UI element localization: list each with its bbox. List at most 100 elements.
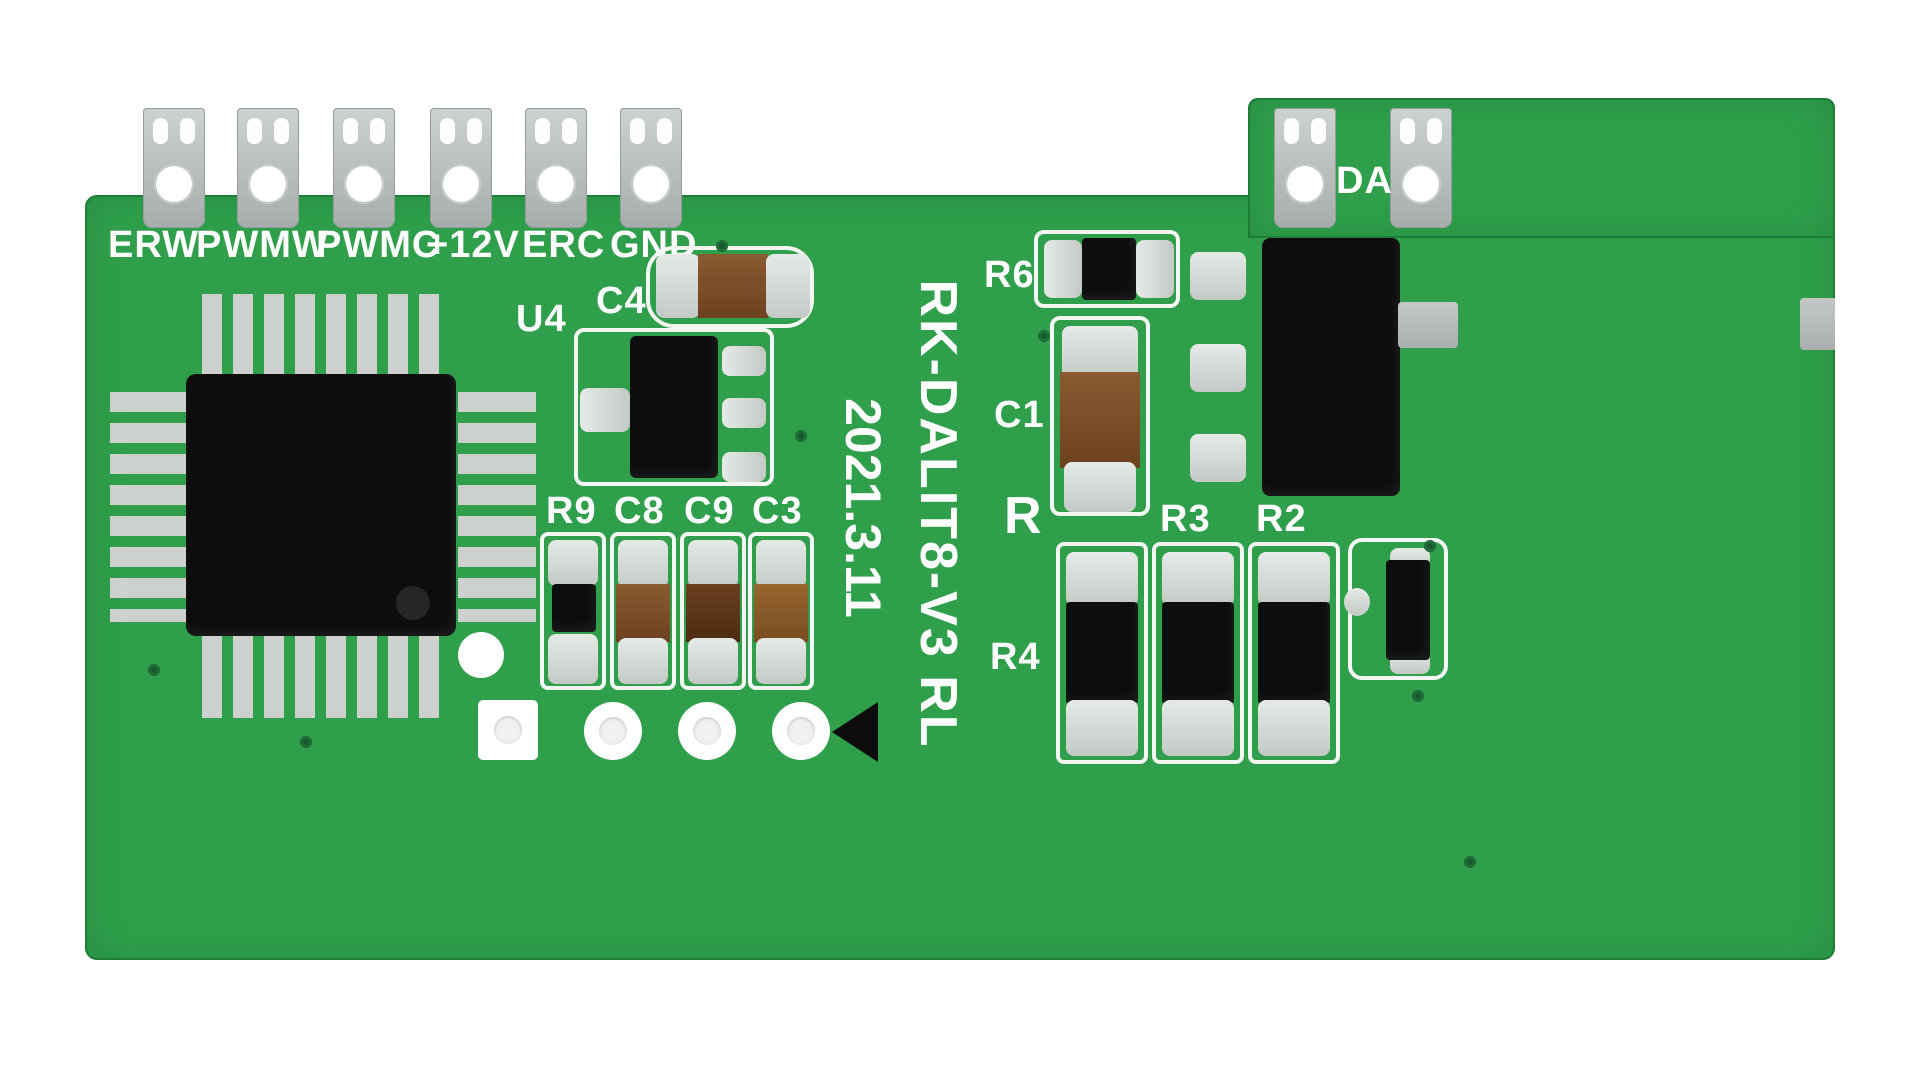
date-text: 2021.3.11 bbox=[835, 398, 891, 618]
silkscreen-outline-c8 bbox=[610, 532, 676, 690]
qfp-pin-row-right bbox=[458, 392, 536, 622]
capacitor-c8-body bbox=[616, 584, 670, 642]
r9-pad bbox=[548, 540, 598, 586]
silkscreen-outline-r4 bbox=[1056, 542, 1148, 764]
connector-tab-gnd bbox=[620, 108, 682, 228]
ref-label-r4: R4 bbox=[990, 636, 1041, 678]
connector-slot bbox=[274, 118, 289, 144]
pin-label-erc: ERC bbox=[522, 224, 606, 266]
c9-terminal bbox=[688, 638, 738, 684]
connector-slot bbox=[180, 118, 195, 144]
pin-label-12v: +12V bbox=[426, 224, 520, 266]
u4-pad bbox=[722, 398, 766, 428]
capacitor-c1-body bbox=[1060, 372, 1140, 468]
capacitor-c4-terminal bbox=[656, 254, 700, 318]
pin-label-pwmw: PWMW bbox=[196, 224, 329, 266]
c3-terminal bbox=[756, 638, 806, 684]
connector-slot bbox=[630, 118, 645, 144]
power-ic-tab bbox=[1398, 302, 1458, 348]
capacitor-c3-body bbox=[754, 584, 808, 642]
connector-hole bbox=[344, 164, 384, 204]
connector-slot bbox=[562, 118, 577, 144]
round-pad bbox=[678, 702, 736, 760]
connector-slot bbox=[535, 118, 550, 144]
connector-hole bbox=[154, 164, 194, 204]
ic-pad bbox=[1190, 434, 1246, 482]
r9-pad bbox=[548, 634, 598, 684]
connector-tab-pwmw bbox=[237, 108, 299, 228]
ref-label-r3: R3 bbox=[1160, 498, 1211, 540]
via bbox=[716, 240, 728, 252]
via bbox=[1038, 330, 1050, 342]
r4-pad bbox=[1066, 700, 1138, 756]
via bbox=[1412, 690, 1424, 702]
via bbox=[148, 664, 160, 676]
pcb-board-top-right-section bbox=[1248, 98, 1835, 238]
capacitor-c4-terminal bbox=[766, 254, 810, 318]
resistor-r9-body bbox=[552, 584, 596, 632]
silkscreen-outline-u4 bbox=[574, 328, 774, 486]
diode-body bbox=[1386, 560, 1430, 660]
connector-tab-right-1 bbox=[1274, 108, 1336, 228]
through-hole bbox=[494, 716, 522, 744]
connector-hole bbox=[536, 164, 576, 204]
board-title-text: RK-DALIT8-V3 RL bbox=[909, 279, 967, 749]
resistor-r6-body bbox=[1082, 238, 1136, 300]
connector-slot bbox=[370, 118, 385, 144]
connector-hole bbox=[441, 164, 481, 204]
power-ic-chip bbox=[1262, 238, 1400, 496]
capacitor-c9-body bbox=[686, 584, 740, 642]
connector-tab-12v bbox=[430, 108, 492, 228]
through-hole bbox=[599, 717, 627, 745]
qfp-pin1-dot bbox=[396, 586, 430, 620]
pin-label-erw: ERW bbox=[108, 224, 199, 266]
connector-slot bbox=[1284, 118, 1299, 144]
connector-slot bbox=[1400, 118, 1415, 144]
r2-pad bbox=[1258, 552, 1330, 606]
connector-hole bbox=[248, 164, 288, 204]
silkscreen-outline-c3 bbox=[748, 532, 814, 690]
silkscreen-outline-r6 bbox=[1034, 230, 1180, 308]
ref-label-r: R bbox=[1004, 487, 1043, 545]
connector-hole bbox=[1285, 164, 1325, 204]
connector-slot bbox=[1427, 118, 1442, 144]
connector-hole bbox=[631, 164, 671, 204]
ic-pad bbox=[1190, 252, 1246, 300]
u4-pad bbox=[722, 452, 766, 482]
triangle-marker bbox=[832, 702, 878, 762]
connector-tab-da bbox=[1390, 108, 1452, 228]
ref-label-c3: C3 bbox=[752, 490, 803, 532]
connector-tab-pwmc bbox=[333, 108, 395, 228]
c8-terminal bbox=[618, 540, 668, 588]
connector-slot bbox=[467, 118, 482, 144]
ref-label-r9: R9 bbox=[546, 490, 597, 532]
c8-terminal bbox=[618, 638, 668, 684]
connector-slot bbox=[153, 118, 168, 144]
connector-slot bbox=[657, 118, 672, 144]
r6-pad bbox=[1136, 240, 1174, 298]
through-hole bbox=[787, 717, 815, 745]
silkscreen-outline-r2 bbox=[1248, 542, 1340, 764]
ic-pad bbox=[1190, 344, 1246, 392]
r3-pad bbox=[1162, 700, 1234, 756]
connector-hole bbox=[1401, 164, 1441, 204]
ref-label-c8: C8 bbox=[614, 490, 665, 532]
edge-pad bbox=[1800, 298, 1835, 350]
c1-terminal bbox=[1064, 462, 1136, 512]
resistor-r2-body bbox=[1258, 602, 1330, 704]
qfp-pin-row-bottom bbox=[202, 634, 444, 718]
ref-label-r2: R2 bbox=[1256, 498, 1307, 540]
silkscreen-outline-c4 bbox=[646, 246, 814, 328]
via bbox=[1424, 540, 1436, 552]
pin-label-pwmc: PWMC bbox=[316, 224, 441, 266]
resistor-r3-body bbox=[1162, 602, 1234, 704]
qfp-pin-row-top bbox=[202, 294, 444, 378]
connector-slot bbox=[440, 118, 455, 144]
silkscreen-outline-r3 bbox=[1152, 542, 1244, 764]
pin-label-da: DA bbox=[1336, 160, 1393, 202]
r4-pad bbox=[1066, 552, 1138, 606]
capacitor-c4-body bbox=[698, 254, 768, 318]
c3-terminal bbox=[756, 540, 806, 588]
c9-terminal bbox=[688, 540, 738, 588]
